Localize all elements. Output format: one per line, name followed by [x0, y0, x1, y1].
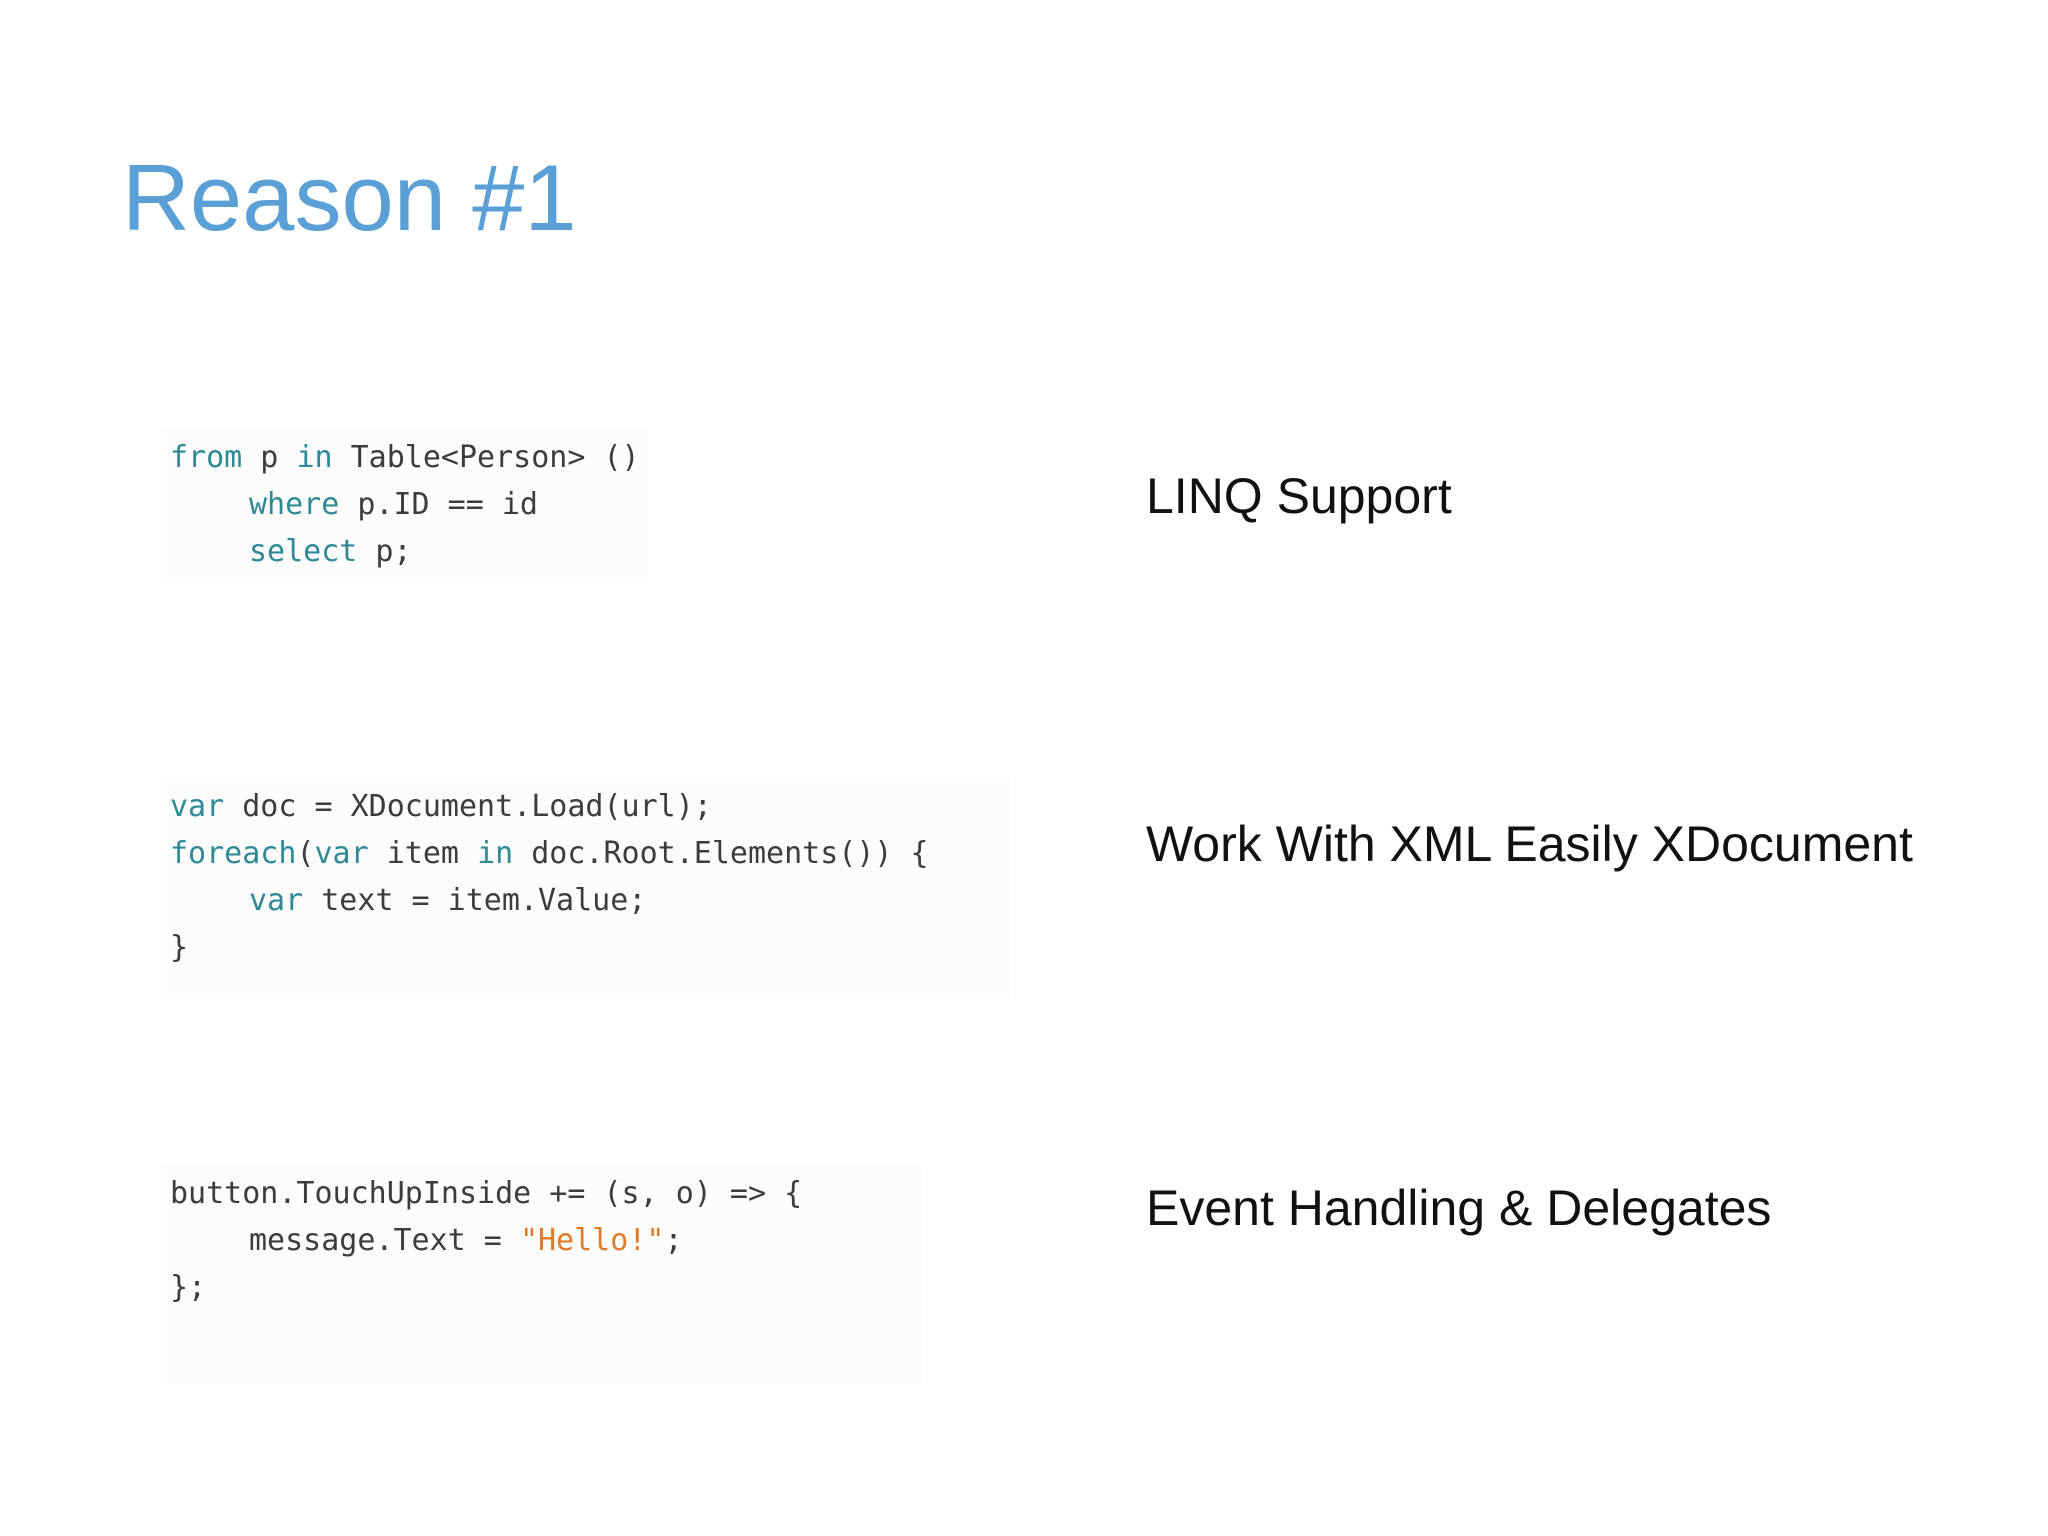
code-snippet-linq: from p in Table<Person> () where p.ID == …: [162, 430, 648, 579]
feature-label-linq: LINQ Support: [1146, 468, 1452, 524]
code-line: message.Text = "Hello!";: [249, 1223, 683, 1258]
code-line: select p;: [249, 534, 412, 569]
code-line: button.TouchUpInside += (s, o) => {: [170, 1176, 803, 1211]
code-line: }: [170, 930, 189, 965]
code-line: where p.ID == id: [249, 487, 538, 522]
code-line: var doc = XDocument.Load(url);: [170, 789, 712, 824]
code-snippet-xml: var doc = XDocument.Load(url); foreach(va…: [162, 779, 1010, 997]
code-line: from p in Table<Person> (): [170, 440, 640, 475]
code-snippet-event: button.TouchUpInside += (s, o) => { messa…: [162, 1166, 922, 1384]
code-line: foreach(var item in doc.Root.Elements())…: [170, 836, 929, 871]
feature-label-event: Event Handling & Delegates: [1146, 1180, 1772, 1236]
code-line: var text = item.Value;: [249, 883, 647, 918]
code-line: };: [170, 1270, 207, 1305]
slide-title: Reason #1: [122, 145, 577, 250]
feature-label-xml: Work With XML Easily XDocument: [1146, 816, 1913, 872]
